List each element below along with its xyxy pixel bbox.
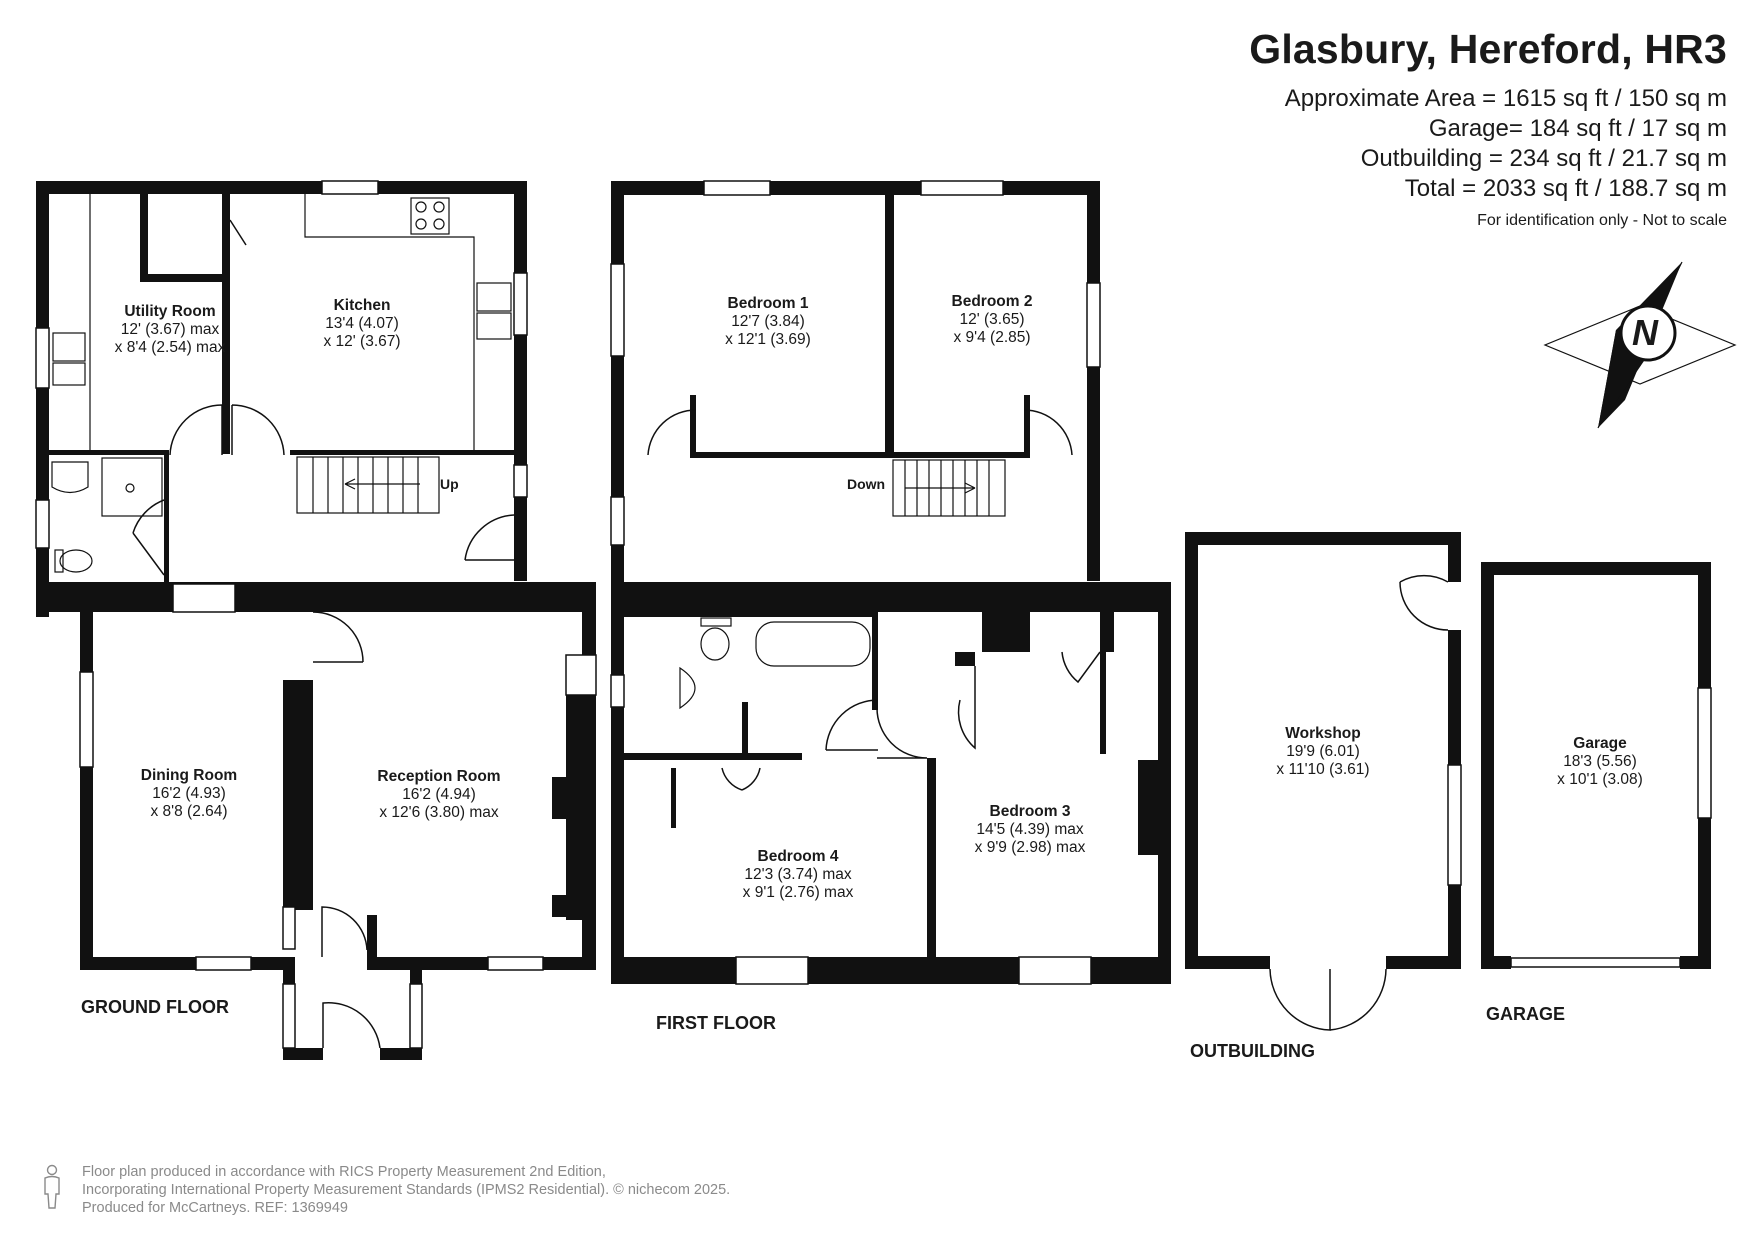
room-name: Bedroom 3 (989, 803, 1071, 820)
person-scale-icon (44, 1164, 60, 1209)
room-garage: Garage 18'3 (5.56) x 10'1 (3.08) (1480, 735, 1720, 789)
footer-line: Floor plan produced in accordance with R… (82, 1164, 606, 1180)
room-dimension: x 9'4 (2.85) (953, 329, 1031, 346)
room-name: Dining Room (140, 767, 238, 784)
doors (132, 219, 1449, 1049)
room-name: Reception Room (377, 768, 501, 785)
room-dimension: x 12'6 (3.80) max (379, 804, 499, 821)
area-line-garage: Garage= 184 sq ft / 17 sq m (1428, 115, 1727, 142)
room-dimension: 14'5 (4.39) max (976, 821, 1084, 838)
room-bedroom-3: Bedroom 3 14'5 (4.39) max x 9'9 (2.98) m… (910, 803, 1150, 857)
area-line-total: Total = 2033 sq ft / 188.7 sq m (1404, 175, 1727, 202)
floor-label-outbuilding: OUTBUILDING (1190, 1041, 1315, 1061)
room-name: Bedroom 4 (757, 848, 839, 865)
room-name: Workshop (1285, 725, 1361, 742)
room-kitchen: Kitchen 13'4 (4.07) x 12' (3.67) (242, 297, 482, 351)
room-utility: Utility Room 12' (3.67) max x 8'4 (2.54)… (50, 303, 290, 357)
compass-rose-icon (1543, 261, 1737, 429)
compass-north-letter: N (1632, 312, 1658, 353)
footer-notes: Floor plan produced in accordance with R… (82, 1163, 730, 1217)
room-dimension: 12'3 (3.74) max (744, 866, 852, 883)
floor-label-garage: GARAGE (1486, 1004, 1566, 1024)
floor-label-ground: GROUND FLOOR (81, 997, 229, 1017)
stairs-down-label: Down (847, 476, 886, 492)
room-reception: Reception Room 16'2 (4.94) x 12'6 (3.80)… (319, 768, 559, 822)
floor-label-first: FIRST FLOOR (656, 1013, 776, 1033)
room-dimension: x 11'10 (3.61) (1276, 761, 1370, 778)
room-dimension: 19'9 (6.01) (1286, 743, 1360, 760)
room-bedroom-1: Bedroom 1 12'7 (3.84) x 12'1 (3.69) (648, 295, 888, 349)
area-line-outbuilding: Outbuilding = 234 sq ft / 21.7 sq m (1360, 145, 1727, 172)
walls (36, 181, 1711, 1060)
room-dimension: x 12'1 (3.69) (725, 331, 811, 348)
room-name: Kitchen (333, 297, 391, 314)
footer-line: Incorporating International Property Mea… (82, 1182, 731, 1198)
room-dimension: x 10'1 (3.08) (1557, 771, 1643, 788)
room-name: Garage (1573, 735, 1627, 752)
room-dimension: 13'4 (4.07) (325, 315, 399, 332)
identification-note: For identification only - Not to scale (1477, 212, 1727, 229)
property-address-title: Glasbury, Hereford, HR3 (1249, 26, 1727, 72)
room-dimension: 16'2 (4.94) (402, 786, 476, 803)
fixtures (51, 194, 1006, 710)
room-dining: Dining Room 16'2 (4.93) x 8'8 (2.64) (69, 767, 309, 821)
room-name: Bedroom 2 (951, 293, 1033, 310)
room-dimension: x 9'9 (2.98) max (974, 839, 1086, 856)
room-workshop: Workshop 19'9 (6.01) x 11'10 (3.61) (1203, 725, 1443, 779)
room-dimension: 12'7 (3.84) (731, 313, 805, 330)
room-dimension: x 8'4 (2.54) max (114, 339, 226, 356)
room-bedroom-2: Bedroom 2 12' (3.65) x 9'4 (2.85) (872, 293, 1112, 347)
stairs-up-label: Up (440, 476, 459, 492)
area-summary: Approximate Area = 1615 sq ft / 150 sq m… (1285, 84, 1727, 204)
room-dimension: 12' (3.65) (959, 311, 1025, 328)
room-dimension: x 8'8 (2.64) (150, 803, 228, 820)
room-dimension: 12' (3.67) max (120, 321, 220, 338)
room-bedroom-4: Bedroom 4 12'3 (3.74) max x 9'1 (2.76) m… (678, 848, 918, 902)
room-dimension: 18'3 (5.56) (1563, 753, 1637, 770)
room-name: Bedroom 1 (727, 295, 809, 312)
windows (35, 180, 1712, 1049)
room-dimension: 16'2 (4.93) (152, 785, 226, 802)
room-name: Utility Room (124, 303, 216, 320)
footer-line: Produced for McCartneys. REF: 1369949 (82, 1200, 348, 1216)
area-line-approx: Approximate Area = 1615 sq ft / 150 sq m (1284, 85, 1727, 112)
room-dimension: x 12' (3.67) (323, 333, 401, 350)
room-dimension: x 9'1 (2.76) max (742, 884, 854, 901)
